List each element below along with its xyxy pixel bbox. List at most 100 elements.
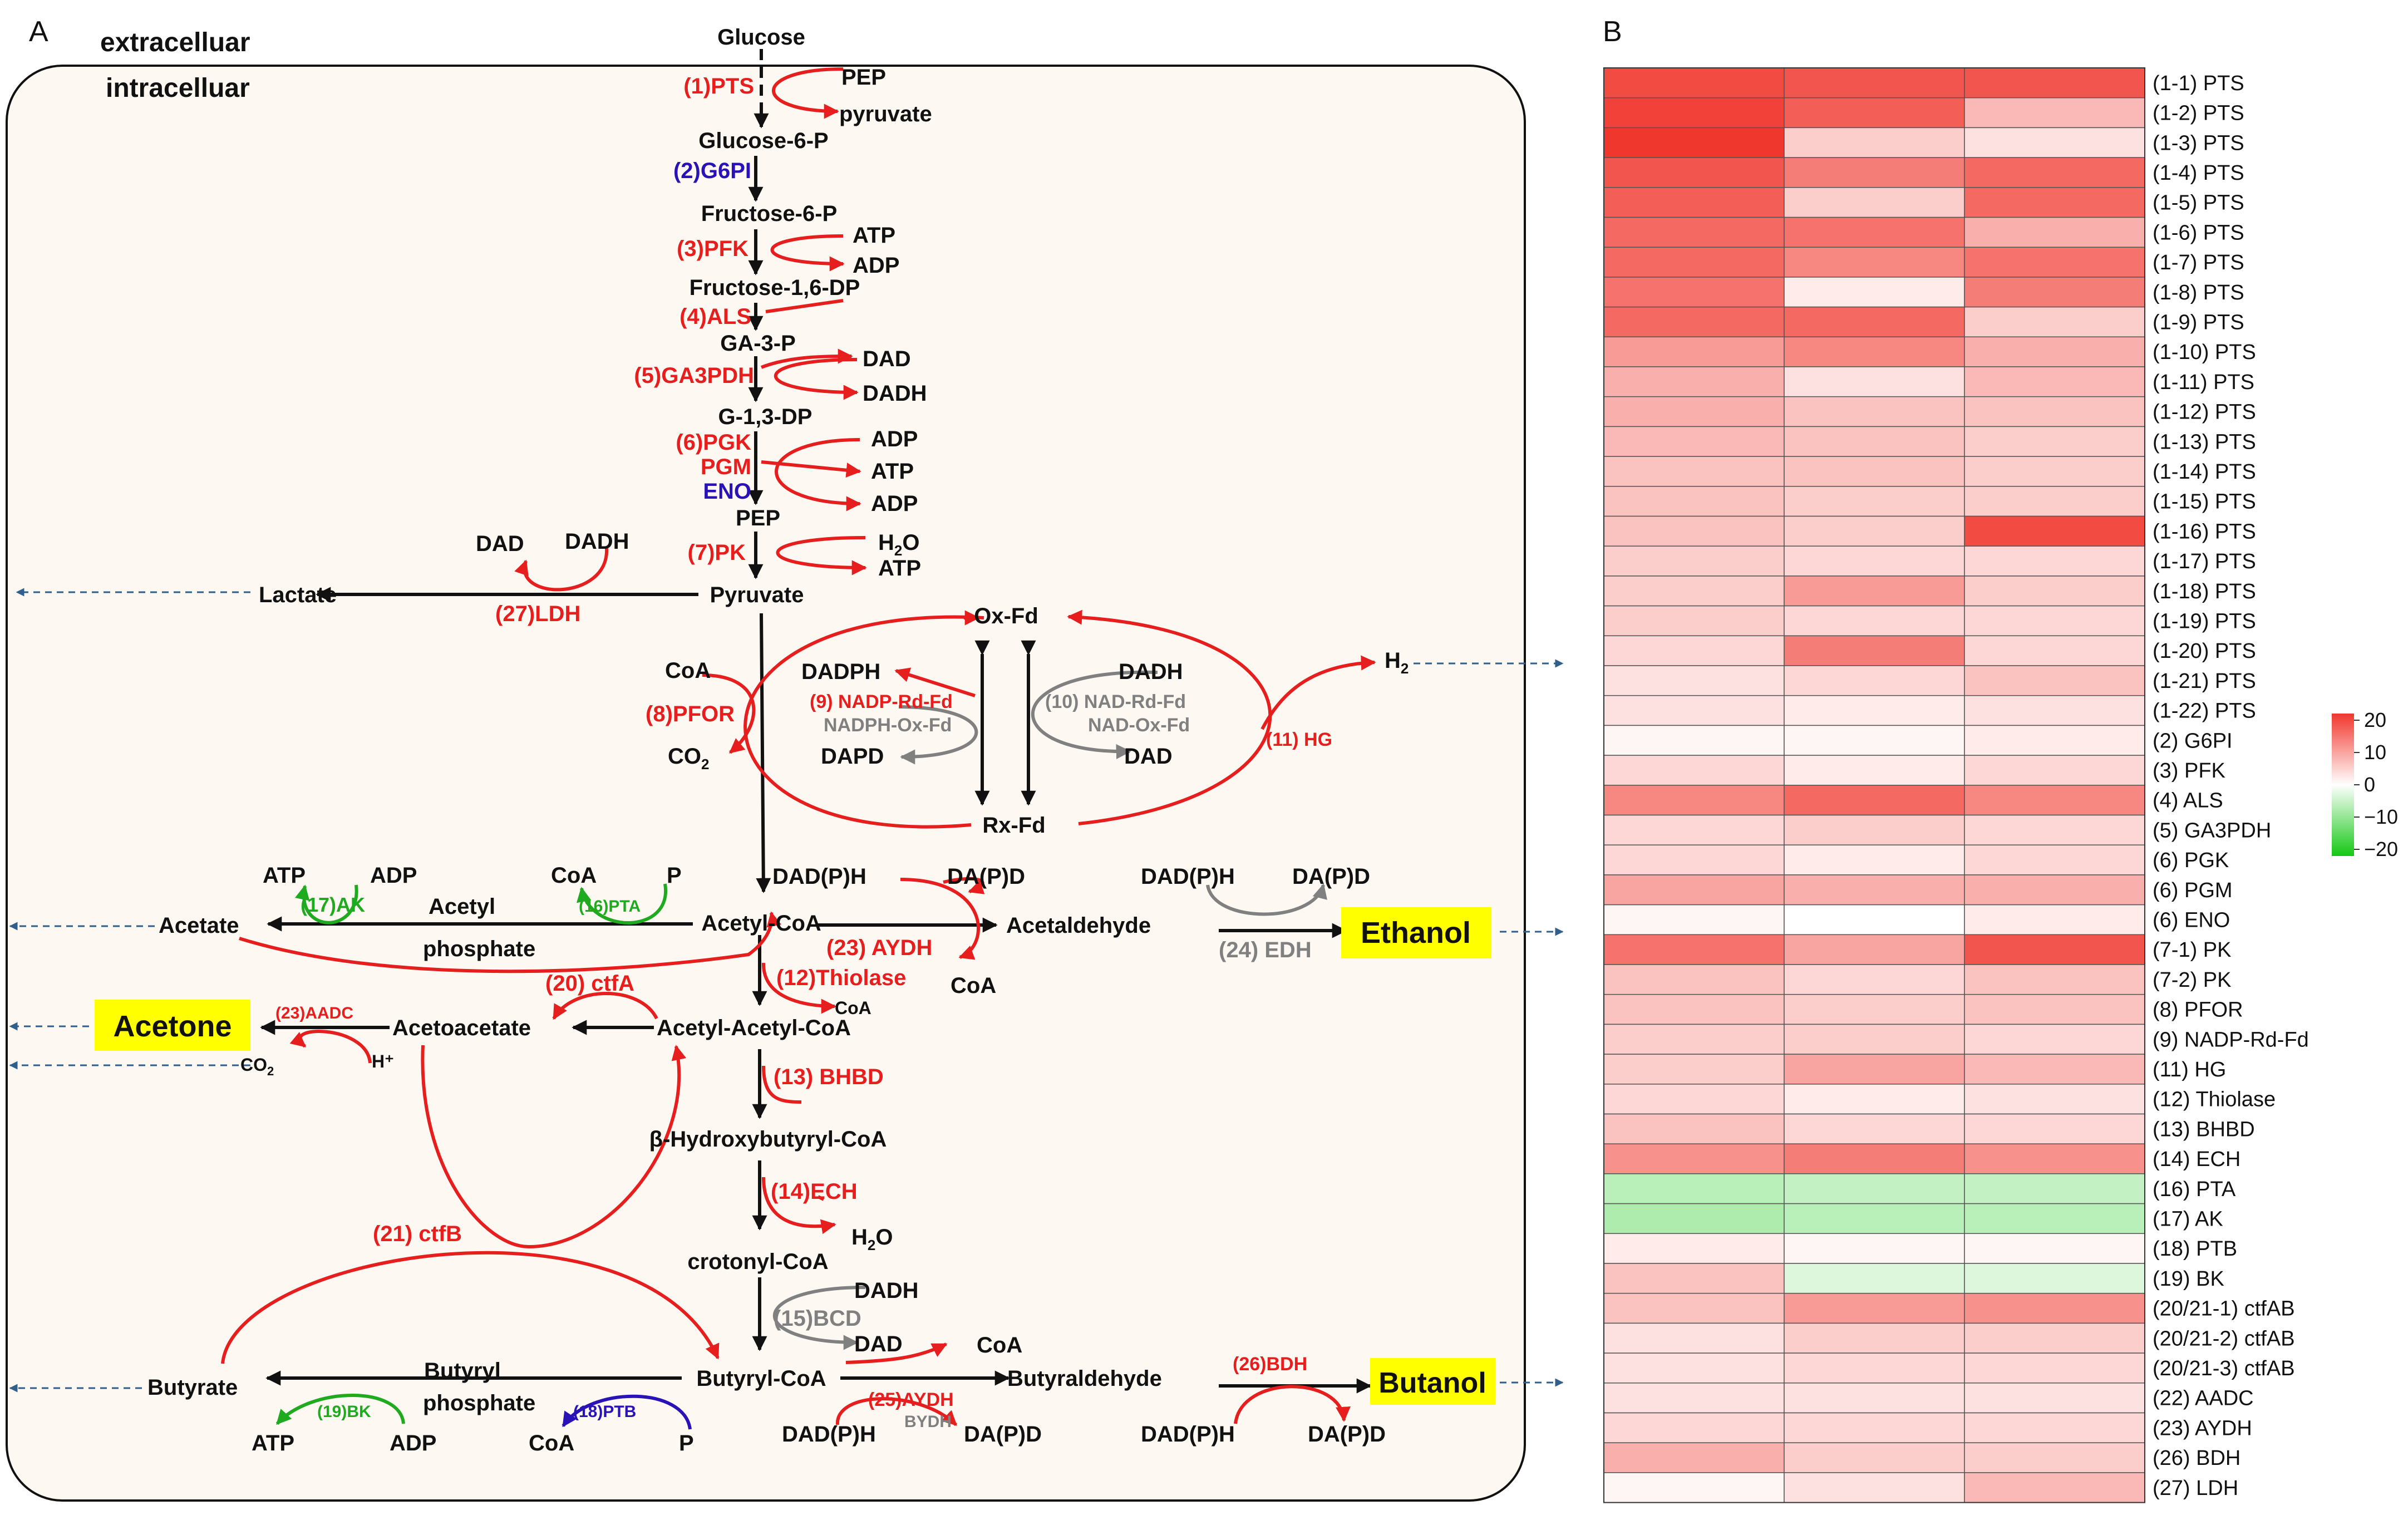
heatmap-cell [1964, 814, 2145, 845]
heatmap-row-label: (20/21-2) ctfAB [2153, 1327, 2295, 1350]
enzyme-pfk: (3)PFK [677, 237, 749, 261]
heatmap-cell [1784, 1173, 1965, 1204]
heatmap-row-label: (20/21-1) ctfAB [2153, 1297, 2295, 1321]
heatmap-cell [1964, 127, 2145, 158]
enzyme-ctfa: (20) ctfA [545, 971, 634, 996]
acetylcoa-label: Acetyl-CoA [701, 911, 821, 936]
heatmap-cell [1784, 665, 1965, 696]
pyruvate-side-label: pyruvate [839, 102, 932, 126]
acetone-highlight [95, 1000, 250, 1051]
heatmap-cell [1603, 187, 1785, 218]
ga3p-label: GA-3-P [720, 331, 796, 356]
enzyme-nad-rd-fd: (10) NAD-Rd-Fd [1045, 691, 1186, 712]
dad-label-4: DAD [854, 1332, 903, 1356]
enzyme-ldh: (27)LDH [495, 602, 580, 626]
coa-label-3: CoA [951, 973, 996, 998]
heatmap-cell [1784, 1352, 1965, 1384]
enzyme-bdh: (26)BDH [1233, 1354, 1307, 1375]
heatmap-cell [1784, 755, 1965, 786]
panel-label-a: A [29, 16, 48, 48]
heatmap-row-label: (1-2) PTS [2153, 102, 2244, 125]
heatmap-cell [1603, 545, 1785, 577]
adp-label-4: ADP [370, 863, 417, 888]
heatmap-cell [1784, 785, 1965, 816]
colorbar-tick-label: 10 [2364, 741, 2386, 764]
dadh-label-1: DADH [863, 381, 927, 406]
heatmap-cell [1784, 1084, 1965, 1115]
heatmap-row-label: (7-1) PK [2153, 938, 2231, 962]
heatmap-cell [1964, 277, 2145, 308]
heatmap-cell [1964, 1352, 2145, 1384]
heatmap-cell [1964, 1233, 2145, 1264]
oxfd-label: Ox-Fd [974, 604, 1038, 628]
heatmap-cell [1964, 217, 2145, 248]
enzyme-pk: (7)PK [688, 540, 746, 565]
enzyme-pts: (1)PTS [683, 74, 754, 99]
heatmap-cell [1603, 695, 1785, 726]
heatmap-cell [1603, 1054, 1785, 1085]
heatmap-cell [1603, 456, 1785, 487]
colorbar-tick-label: −20 [2364, 838, 2398, 860]
heatmap-cell [1784, 1472, 1965, 1503]
heatmap-cell [1784, 67, 1965, 99]
heatmap-cell [1964, 993, 2145, 1025]
p-label-2: P [679, 1431, 694, 1455]
heatmap-cell [1603, 1233, 1785, 1264]
heatmap-cell [1964, 755, 2145, 786]
heatmap-cell [1964, 1113, 2145, 1144]
heatmap-cell [1603, 605, 1785, 637]
heatmap-cell [1964, 456, 2145, 487]
heatmap-row-labels: (1-1) PTS(1-2) PTS(1-3) PTS(1-4) PTS(1-5… [2153, 72, 2309, 1500]
heatmap-row-label: (19) BK [2153, 1267, 2224, 1291]
heatmap-cell [1603, 993, 1785, 1025]
p-label-1: P [667, 863, 682, 888]
colorbar-tick-label: −10 [2364, 805, 2398, 828]
colorbar [2332, 714, 2354, 856]
dadh-label-4: DADH [854, 1278, 919, 1303]
heatmap-row-label: (1-17) PTS [2153, 550, 2256, 573]
heatmap-cell [1784, 247, 1965, 278]
lactate-label: Lactate [259, 583, 337, 607]
heatmap-cell [1603, 1024, 1785, 1055]
enzyme-als: (4)ALS [679, 304, 751, 329]
heatmap-cell [1603, 665, 1785, 696]
adp-label-2: ADP [871, 427, 918, 451]
heatmap-cell [1784, 97, 1965, 129]
heatmap-cell [1603, 1383, 1785, 1414]
heatmap-cell [1603, 844, 1785, 875]
water-label: H2O [878, 530, 919, 559]
heatmap-row-label: (1-8) PTS [2153, 281, 2244, 304]
heatmap-row-label: (1-9) PTS [2153, 311, 2244, 334]
heatmap-cell [1964, 396, 2145, 427]
heatmap-cell [1964, 306, 2145, 338]
heatmap-cell [1603, 1412, 1785, 1443]
heatmap-cell [1784, 515, 1965, 547]
heatmap-cell [1964, 1442, 2145, 1473]
heatmap [1603, 67, 2145, 1503]
heatmap-cell [1964, 1054, 2145, 1085]
heatmap-cell [1784, 1233, 1965, 1264]
heatmap-cell [1784, 1113, 1965, 1144]
heatmap-row-label: (1-22) PTS [2153, 700, 2256, 723]
heatmap-cell [1784, 486, 1965, 517]
heatmap-cell [1784, 306, 1965, 338]
enzyme-labels: (1)PTS (2)G6PI (3)PFK (4)ALS (5)GA3PDH (… [275, 74, 1332, 1431]
heatmap-row-label: (20/21-3) ctfAB [2153, 1357, 2295, 1380]
heatmap-row-label: (3) PFK [2153, 759, 2225, 783]
glucose-label: Glucose [717, 25, 805, 50]
heatmap-row-label: (5) GA3PDH [2153, 819, 2271, 842]
pep-label-2: PEP [736, 506, 780, 530]
export-flux-arrows [9, 588, 1564, 1393]
heatmap-cell [1784, 1442, 1965, 1473]
heatmap-cell [1784, 844, 1965, 875]
metabolite-labels: Glucose PEP pyruvate Glucose-6-P Fructos… [147, 25, 1409, 1455]
heatmap-row-label: (1-4) PTS [2153, 161, 2244, 185]
atp-label-1: ATP [853, 223, 895, 248]
dadh-label-2: DADH [565, 529, 629, 554]
heatmap-cell [1603, 814, 1785, 845]
heatmap-cell [1784, 993, 1965, 1025]
crotonyl-coa-label: crotonyl-CoA [687, 1250, 828, 1274]
heatmap-cell [1784, 1292, 1965, 1324]
coa-label-2: CoA [551, 863, 597, 888]
